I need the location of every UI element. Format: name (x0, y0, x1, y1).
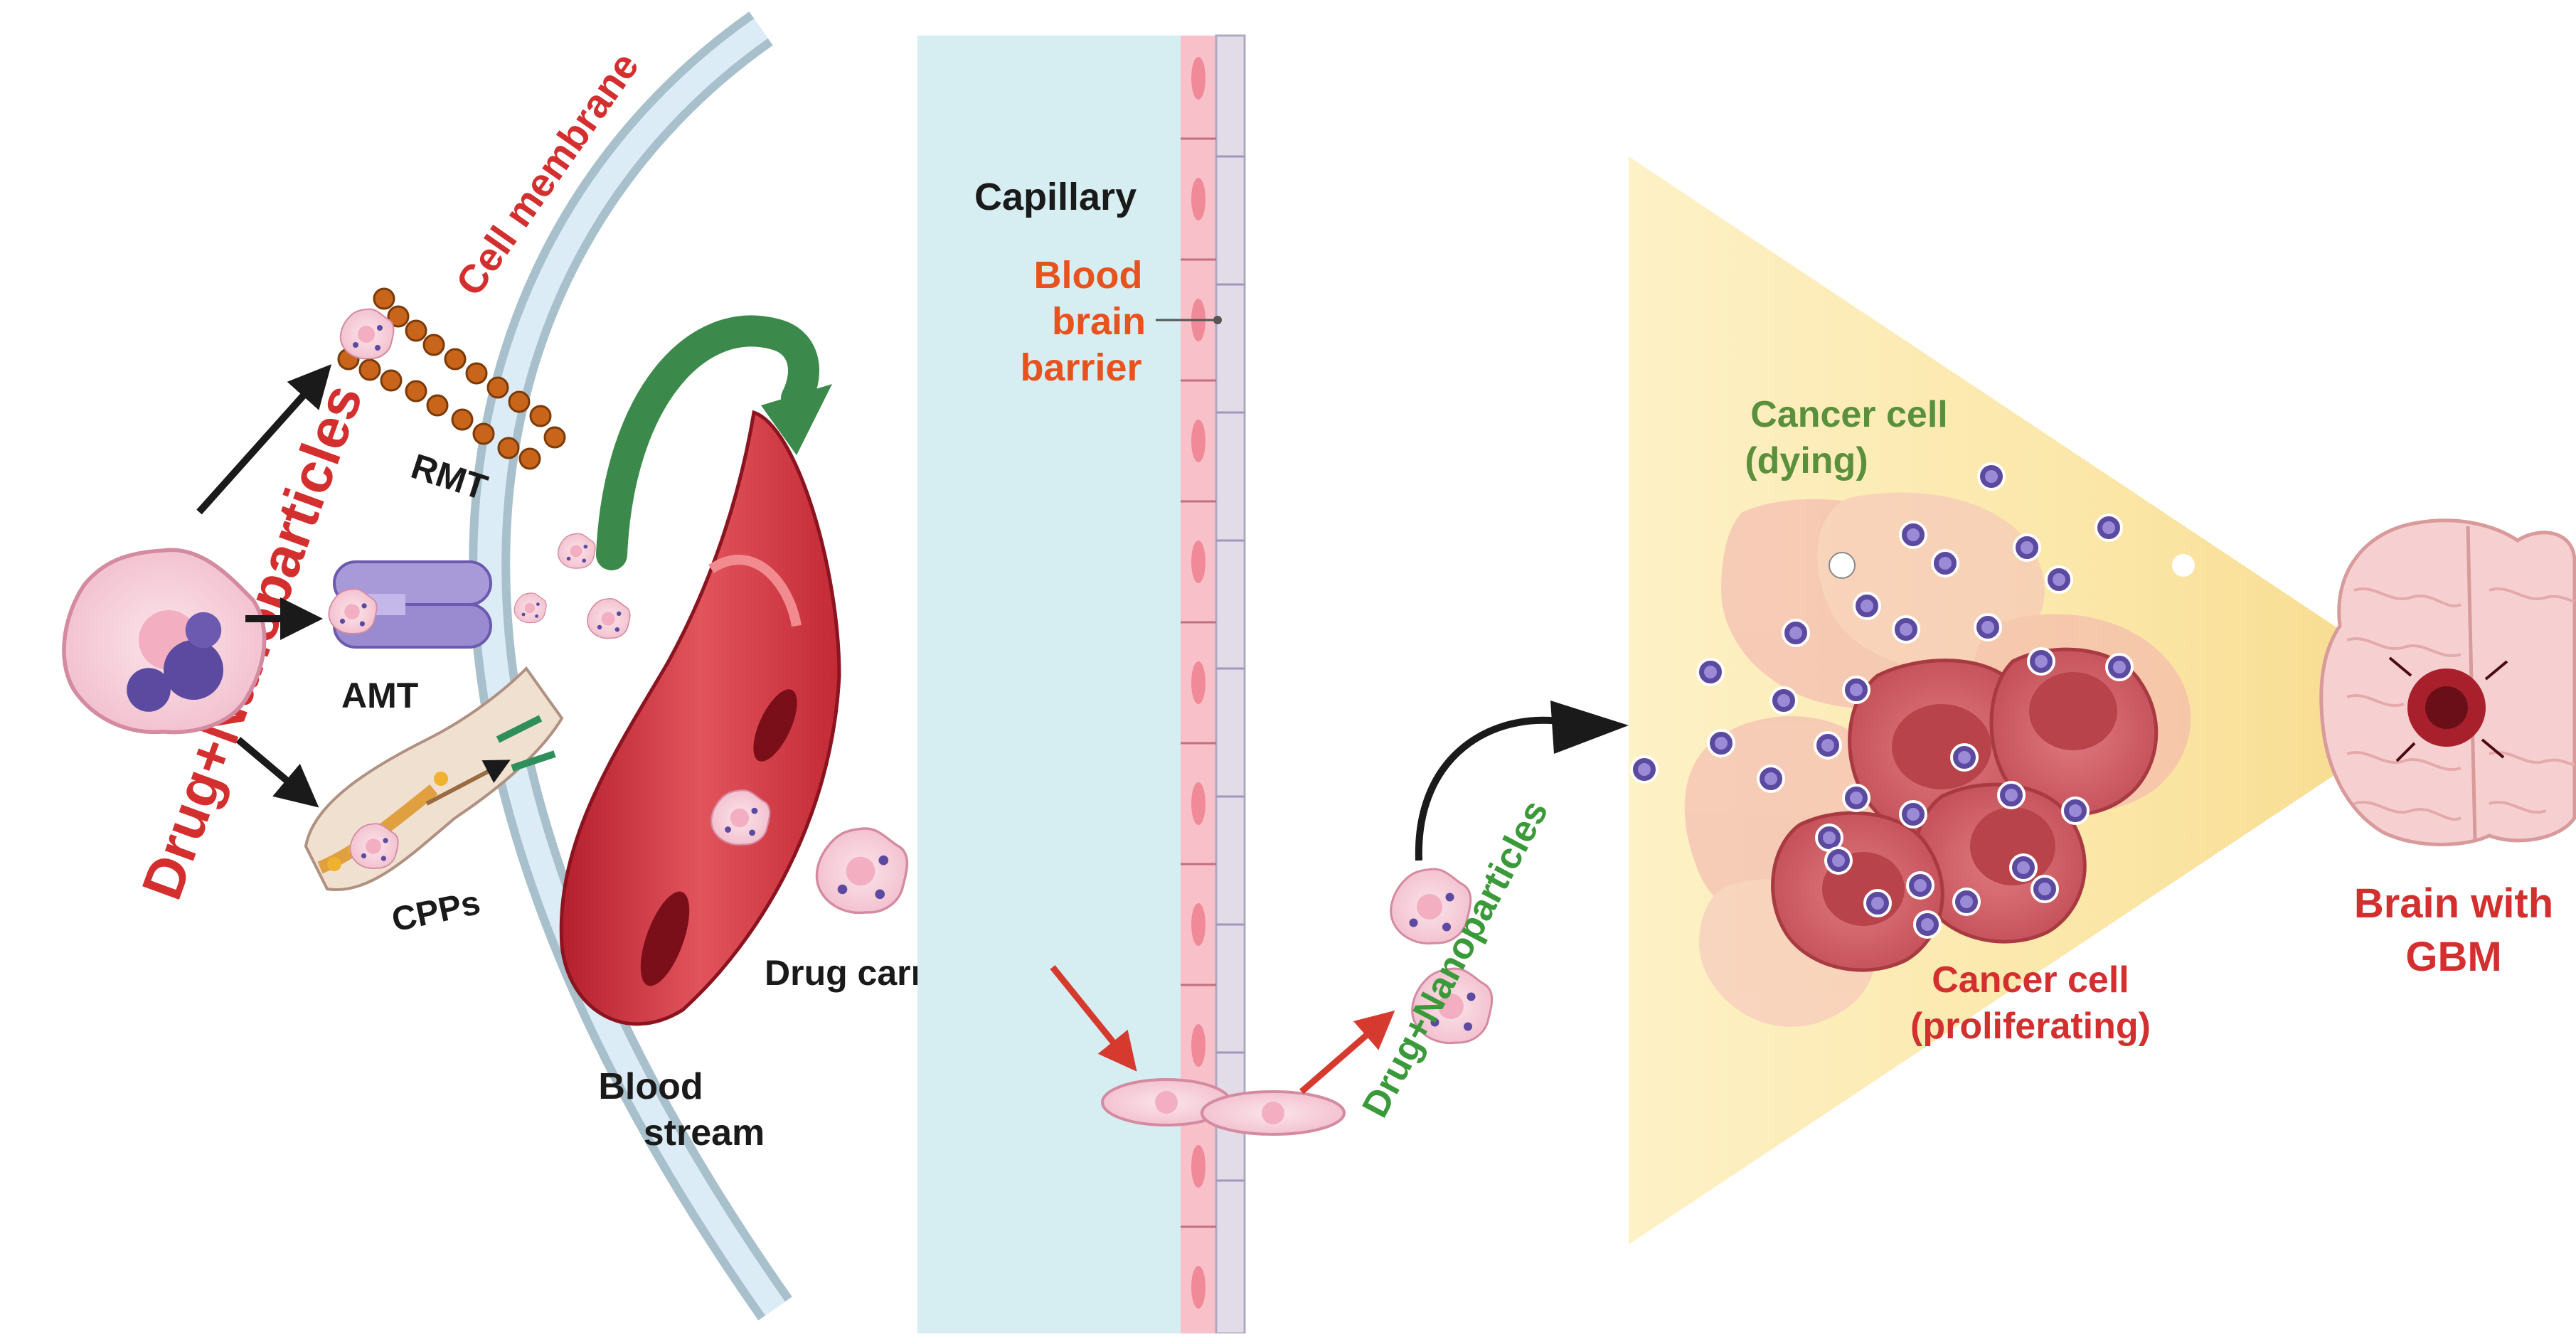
rmt-receptor (337, 287, 566, 470)
cancer-prolif-label-line1: Cancer cell (1932, 959, 2129, 1001)
black-arrow-head (1550, 701, 1629, 754)
bbb-label-line1: Blood (1034, 254, 1143, 297)
blood-stream-label-line2: stream (644, 1112, 765, 1154)
cancer-prolif-label-line2: (proliferating) (1910, 1006, 2151, 1047)
floating-cell-2 (513, 592, 547, 624)
proliferating-cancer-cells (1771, 647, 2159, 972)
bbb-leader-dot (1213, 316, 1222, 324)
amt-transporter (328, 560, 492, 649)
bbb-endothelium (1181, 34, 1246, 1335)
red-arrow-in (1050, 965, 1137, 1072)
brain-gbm-label-line1: Brain with (2354, 880, 2553, 927)
arrow-to-cpps (235, 737, 319, 808)
cancer-dying-label-line1: Cancer cell (1750, 394, 1948, 435)
black-curved-arrow (1415, 716, 1565, 861)
drug-nanoparticles-right-label: Drug+Nanoparticles (1354, 794, 1556, 1124)
crossing-cells (1101, 1078, 1346, 1136)
bbb-label-line3: barrier (1020, 346, 1141, 389)
arrow-to-rmt (196, 364, 332, 515)
cell-membrane-inner (477, 18, 785, 1316)
capillary-label: Capillary (974, 176, 1137, 218)
bbb-label-line2: brain (1052, 300, 1146, 343)
cancer-dying-label-line2: (dying) (1745, 440, 1868, 481)
drug-carrier-cell-1 (815, 827, 909, 915)
capillary-lumen (917, 36, 1216, 1333)
amt-label: AMT (341, 676, 418, 715)
brain-with-gbm (2319, 518, 2576, 846)
cpps-structure (304, 666, 564, 892)
green-curved-arrow (596, 315, 819, 570)
tumor-debris-dot (1829, 552, 1856, 579)
brain-gbm-label-line2: GBM (2405, 934, 2501, 980)
source-cell (62, 548, 267, 735)
green-arrow-head (761, 384, 832, 455)
blood-stream-label-line1: Blood (598, 1066, 703, 1107)
blood-vessel (559, 410, 841, 1026)
floating-cell-3 (587, 597, 631, 639)
tumor-white-dot (2172, 554, 2195, 577)
cpps-label: CPPs (388, 884, 484, 939)
red-arrow-out (1299, 1010, 1395, 1094)
floating-cell-1 (557, 533, 596, 569)
